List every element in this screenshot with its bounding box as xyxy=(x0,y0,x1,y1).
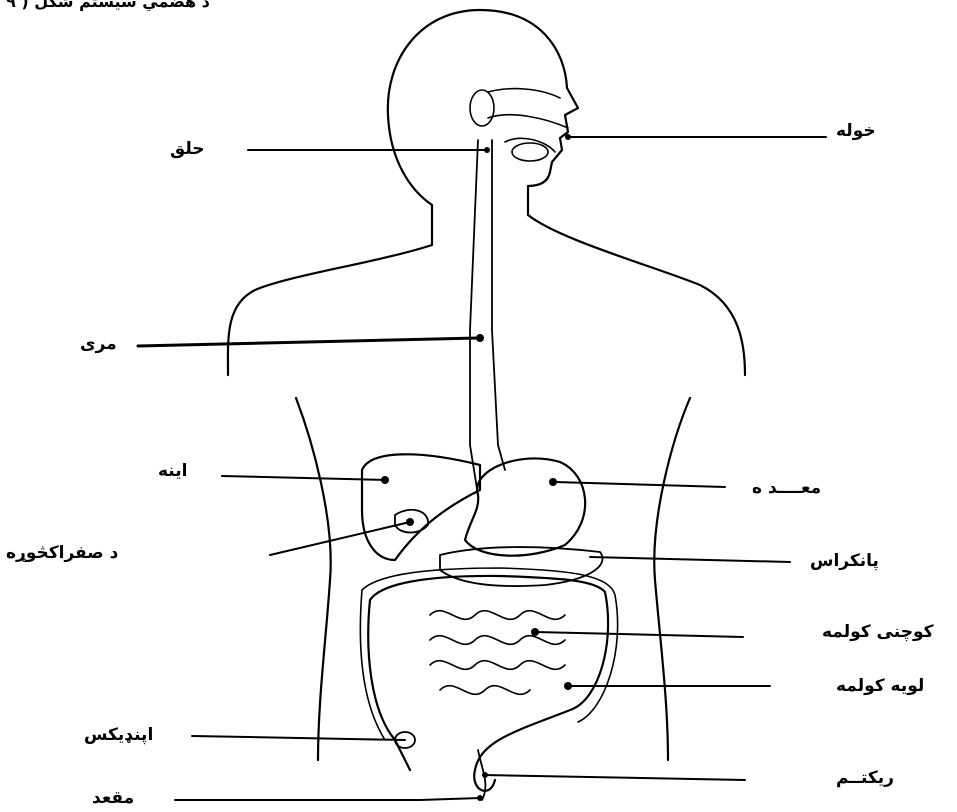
marker-large-intestine xyxy=(564,682,572,690)
leader-pancreas xyxy=(590,557,790,562)
marker-rectum xyxy=(482,772,488,778)
label-gallbladder: د صفراکڅوړه xyxy=(6,545,118,562)
label-liver: اینه xyxy=(158,463,187,480)
leader-liver xyxy=(222,476,385,480)
label-large-intestine: لویه کولمه xyxy=(836,678,924,695)
marker-small-intestine xyxy=(531,628,539,636)
label-pancreas: پانکراس xyxy=(810,553,879,570)
label-stomach: معــــد ه xyxy=(752,480,821,497)
large-intestine-inner xyxy=(360,568,617,740)
esophagus-shape xyxy=(470,140,505,495)
marker-stomach xyxy=(549,478,557,486)
label-pharynx: حلق xyxy=(170,141,205,158)
label-anus: مقعد xyxy=(92,790,134,807)
leader-small-intestine xyxy=(535,632,743,637)
liver-shape xyxy=(362,454,480,560)
large-intestine-shape xyxy=(368,576,608,791)
leader-appendix xyxy=(192,736,405,740)
torso-left xyxy=(296,398,331,760)
leader-gallbladder xyxy=(270,522,410,555)
marker-anus xyxy=(477,795,483,801)
label-small-intestine: کوچنی کولمه xyxy=(822,624,934,641)
marker-mouth xyxy=(565,134,571,140)
leader-esophagus xyxy=(138,338,478,346)
label-appendix: اپنډیکس xyxy=(84,727,153,744)
label-esophagus: مری xyxy=(80,336,117,353)
torso-right xyxy=(654,398,690,760)
body-outline xyxy=(228,10,480,375)
leader-rectum xyxy=(485,775,745,780)
label-rectum: ریکتــم xyxy=(836,770,894,787)
stomach-shape xyxy=(465,458,585,555)
small-intestine-shape xyxy=(430,611,565,695)
marker-esophagus xyxy=(476,334,484,342)
leader-anus xyxy=(175,798,480,800)
marker-gallbladder xyxy=(406,518,414,526)
marker-pharynx xyxy=(484,147,490,153)
label-mouth: خوله xyxy=(836,123,876,140)
marker-liver xyxy=(381,476,389,484)
salivary-gland xyxy=(470,90,494,126)
head-outline xyxy=(480,10,745,375)
salivary-gland-lower xyxy=(512,143,548,161)
